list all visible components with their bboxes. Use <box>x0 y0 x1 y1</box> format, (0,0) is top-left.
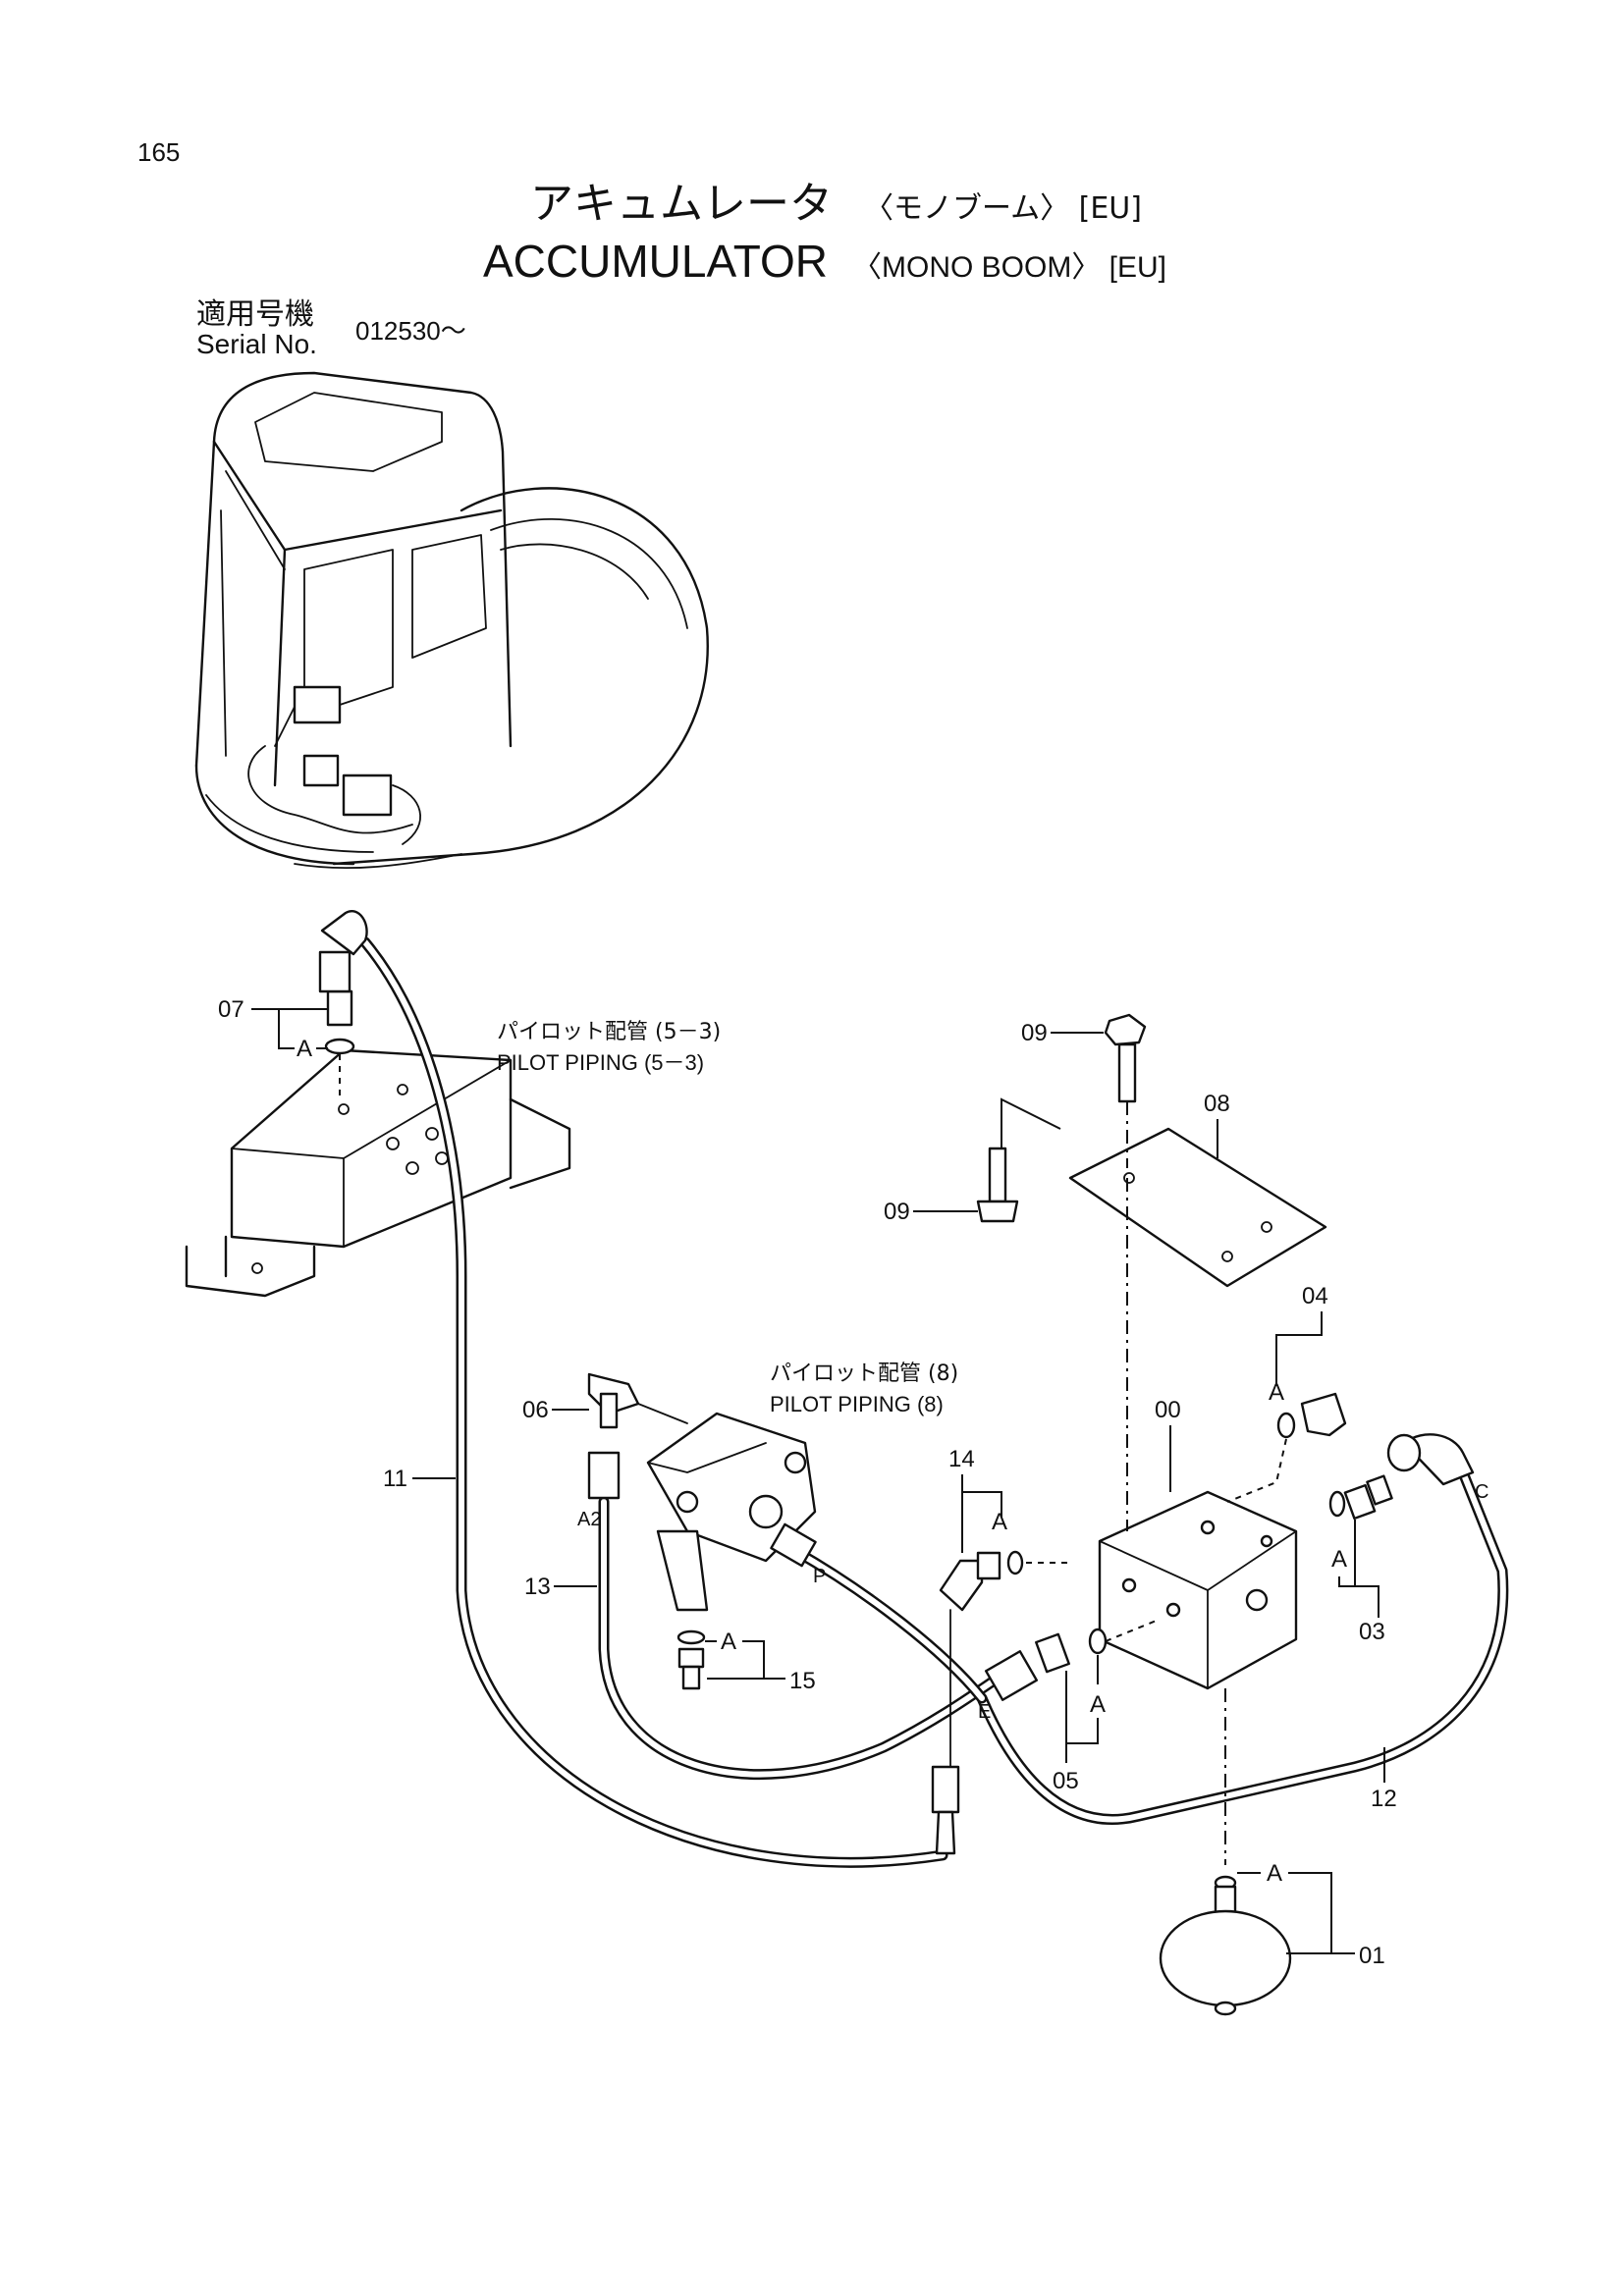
fitting-05 <box>1035 1619 1160 1674</box>
a-mark-04: A <box>1269 1379 1284 1406</box>
callout-04: 04 <box>1302 1283 1328 1309</box>
serial-value: 012530～ <box>355 316 466 346</box>
callout-00: 00 <box>1155 1397 1181 1423</box>
callout-11: 11 <box>383 1466 407 1492</box>
callout-08: 08 <box>1204 1091 1230 1117</box>
fitting-03 <box>1328 1474 1393 1521</box>
elbow-04 <box>1226 1392 1347 1503</box>
a-mark-14: A <box>992 1509 1007 1535</box>
callout-06: 06 <box>522 1397 549 1423</box>
bolt-09-left <box>976 1097 1061 1223</box>
page-number: 165 <box>137 137 180 167</box>
callout-09-top: 09 <box>1021 1020 1048 1046</box>
a-mark-03: A <box>1331 1546 1347 1573</box>
callout-15: 15 <box>789 1668 816 1694</box>
fitting-14 <box>939 1550 1070 1768</box>
bolt-09-top <box>1104 1013 1147 1168</box>
plate-08 <box>1068 1127 1327 1531</box>
note-1-jp: パイロット配管 (5－3) <box>497 1020 721 1044</box>
callout-01: 01 <box>1359 1943 1385 1969</box>
serial-label-en: Serial No. <box>196 329 317 359</box>
callout-14: 14 <box>948 1446 975 1472</box>
accumulator-valve-block-00 <box>1098 1490 1298 1865</box>
title-en-suffix: 〈MONO BOOM〉 [EU] <box>852 251 1166 284</box>
callout-03: 03 <box>1359 1619 1385 1645</box>
pipe-11 <box>318 910 960 1868</box>
a-mark-01: A <box>1267 1860 1282 1887</box>
port-p: P <box>813 1566 826 1587</box>
port-e: E <box>978 1701 991 1723</box>
accumulator-01 <box>1159 1875 1292 2016</box>
excavator-overview-illustration <box>194 371 709 870</box>
note-pilot-piping-5-3: パイロット配管 (5－3) PILOT PIPING (5－3) <box>497 1020 721 1075</box>
a-mark-15: A <box>721 1629 736 1655</box>
title-en: ACCUMULATOR <box>483 236 828 287</box>
title-jp: アキュムレータ <box>530 179 833 229</box>
callout-13: 13 <box>524 1574 551 1600</box>
serial-label-jp: 適用号機 <box>196 297 314 332</box>
callout-12: 12 <box>1371 1786 1397 1812</box>
port-c: C <box>1475 1481 1488 1503</box>
note-pilot-piping-8: パイロット配管 (8) PILOT PIPING (8) <box>770 1362 958 1416</box>
pipe-12 <box>789 1433 1509 1825</box>
callout-07: 07 <box>218 996 244 1023</box>
port-a2: A2 <box>577 1509 601 1530</box>
pilot-valve-center <box>587 1372 817 1690</box>
callout-09-left: 09 <box>884 1199 910 1225</box>
pipe-13 <box>587 1451 1017 1780</box>
note-2-en: PILOT PIPING (8) <box>770 1392 944 1416</box>
note-2-jp: パイロット配管 (8) <box>770 1362 958 1386</box>
a-mark-05: A <box>1090 1691 1106 1718</box>
a-mark-07: A <box>297 1036 312 1062</box>
callout-05: 05 <box>1053 1768 1079 1794</box>
note-1-en: PILOT PIPING (5－3) <box>497 1050 704 1075</box>
callouts: 07 A 09 09 08 04 A 00 06 11 14 A A2 P E … <box>218 996 1488 1969</box>
title-jp-suffix: 〈モノブーム〉 [EU] <box>864 191 1142 226</box>
